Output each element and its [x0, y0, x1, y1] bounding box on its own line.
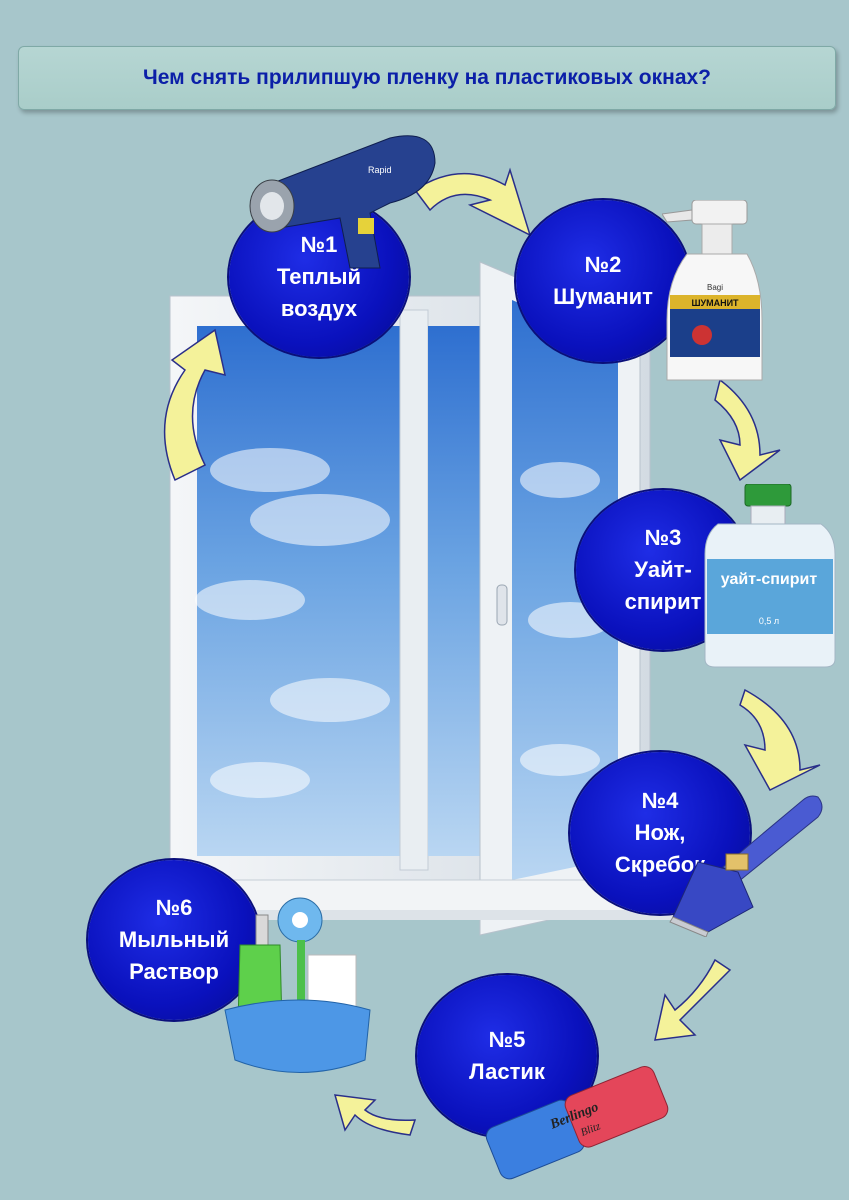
title-banner: Чем снять прилипшую пленку на пластиковы…	[18, 46, 836, 110]
arrow-3-to-4	[739, 688, 821, 791]
bottle-volume-label: 0,5 л	[759, 616, 779, 626]
arrow-5-to-6	[333, 1094, 417, 1136]
step-3-line-2: спирит	[624, 589, 702, 614]
page-title: Чем снять прилипшую пленку на пластиковы…	[142, 66, 711, 89]
white-spirit-bottle-image: уайт-спирит 0,5 л	[704, 484, 836, 668]
arrow-6-to-1	[163, 328, 226, 482]
right-glass	[512, 300, 618, 880]
step-1-number: №1	[300, 232, 338, 257]
step-1-line-1: Теплый	[276, 264, 362, 289]
step-3-line-1: Уайт-	[634, 557, 692, 582]
spray-bottle-image: ШУМАНИТ Bagi	[662, 200, 763, 381]
step-2-circle: №2 Шуманит	[516, 200, 690, 362]
step-1-line-2: воздух	[280, 296, 358, 321]
arrow-2-to-3	[714, 378, 781, 482]
spray-brand-label: Bagi	[707, 283, 723, 292]
step-5-number: №5	[488, 1027, 526, 1052]
step-5-circle: №5 Ластик	[417, 975, 597, 1137]
spray-name-label: ШУМАНИТ	[691, 298, 739, 308]
arrow-4-to-5	[654, 958, 732, 1041]
soap-set-image	[224, 897, 371, 1073]
step-4-number: №4	[641, 788, 679, 813]
step-2-line-1: Шуманит	[553, 284, 653, 309]
step-2-number: №2	[584, 252, 622, 277]
step-6-line-2: Раствор	[129, 959, 219, 984]
arrow-1-to-2	[413, 167, 532, 237]
scraper-image	[669, 795, 823, 937]
window-handle	[496, 584, 508, 626]
bottle-name-label: уайт-спирит	[721, 571, 818, 588]
heatgun-brand-label: Rapid	[368, 165, 392, 175]
step-3-number: №3	[644, 525, 682, 550]
step-6-number: №6	[155, 895, 193, 920]
step-5-line-1: Ластик	[469, 1059, 545, 1084]
step-6-circle: №6 Мыльный Раствор	[88, 860, 260, 1020]
step-4-line-2: Скребок	[614, 852, 706, 877]
step-6-line-1: Мыльный	[118, 927, 230, 952]
step-4-line-1: Нож,	[634, 820, 686, 845]
heat-gun-image: Rapid	[249, 135, 436, 269]
eraser-image: Berlingo Blitz	[485, 1065, 669, 1180]
